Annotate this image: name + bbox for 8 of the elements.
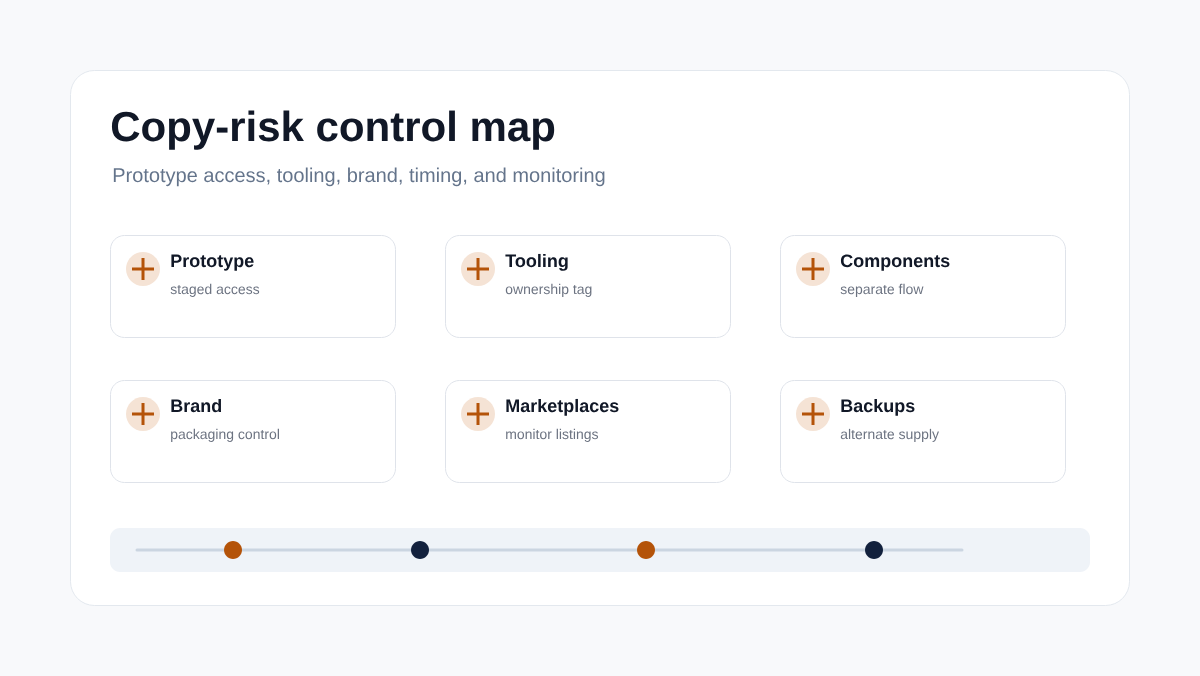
card: Tooling ownership tag [445, 235, 731, 338]
card: Backups alternate supply [780, 380, 1066, 483]
title: Copy-risk control map [111, 110, 555, 150]
card: Components separate flow [780, 235, 1066, 338]
card: Brand packaging control [110, 380, 396, 483]
subtitle: Prototype access, tooling, brand, timing, and monitoring [113, 167, 605, 187]
card: Marketplaces monitor listings [445, 380, 731, 483]
card: Prototype staged access [110, 235, 396, 338]
